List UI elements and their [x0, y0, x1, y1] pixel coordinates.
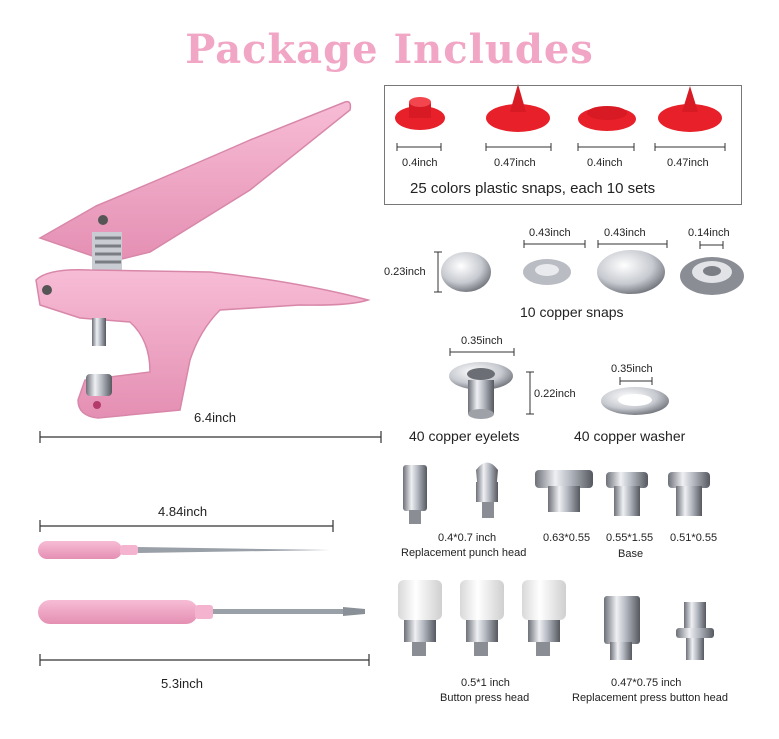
plastic-size-3: 0.4inch: [587, 157, 623, 169]
snap-pliers: [35, 100, 371, 419]
eyelets-caption: 40 copper eyelets: [409, 428, 520, 444]
plastic-size-2: 0.47inch: [494, 157, 536, 169]
punch-head-caption: Replacement punch head: [401, 547, 527, 559]
punch-head-size: 0.4*0.7 inch: [438, 532, 497, 544]
plastic-snaps-caption: 25 colors plastic snaps, each 10 sets: [410, 180, 656, 197]
copper-snap-size-1: 0.43inch: [529, 227, 571, 239]
copper-washer: [601, 387, 669, 415]
eyelet-height: 0.22inch: [534, 388, 576, 400]
copper-snap-size-2: 0.43inch: [604, 227, 646, 239]
copper-snaps: [441, 250, 744, 295]
base-size-1: 0.63*0.55: [543, 532, 591, 544]
copper-snaps-caption: 10 copper snaps: [520, 304, 624, 320]
plastic-snaps: [395, 84, 722, 132]
button-press-heads: [398, 580, 566, 656]
base-size-2: 0.55*1.55: [606, 532, 654, 544]
washer-width: 0.35inch: [611, 363, 653, 375]
copper-snap-height: 0.23inch: [384, 266, 426, 278]
washer-caption: 40 copper washer: [574, 428, 686, 444]
punch-heads: [403, 462, 498, 524]
awl-length: 4.84inch: [158, 504, 208, 519]
button-press-caption: Button press head: [440, 692, 530, 704]
replacement-press-caption: Replacement press button head: [572, 692, 728, 704]
plastic-size-1: 0.4inch: [402, 157, 438, 169]
replacement-press-heads: [604, 596, 714, 660]
screwdriver: [38, 600, 365, 624]
base-caption: Base: [618, 548, 644, 560]
pliers-length: 6.4inch: [194, 410, 236, 425]
plastic-snaps-panel: [384, 85, 742, 205]
base-size-3: 0.51*0.55: [670, 532, 718, 544]
plastic-size-4: 0.47inch: [667, 157, 709, 169]
replacement-press-size: 0.47*0.75 inch: [611, 677, 682, 689]
awl: [38, 541, 330, 559]
copper-eyelet: [449, 362, 513, 419]
button-press-size: 0.5*1 inch: [461, 677, 510, 689]
page-title: Package Includes: [185, 26, 594, 73]
bases: [535, 470, 710, 516]
screwdriver-length: 5.3inch: [161, 676, 203, 691]
copper-snap-size-3: 0.14inch: [688, 227, 730, 239]
eyelet-width: 0.35inch: [461, 335, 503, 347]
